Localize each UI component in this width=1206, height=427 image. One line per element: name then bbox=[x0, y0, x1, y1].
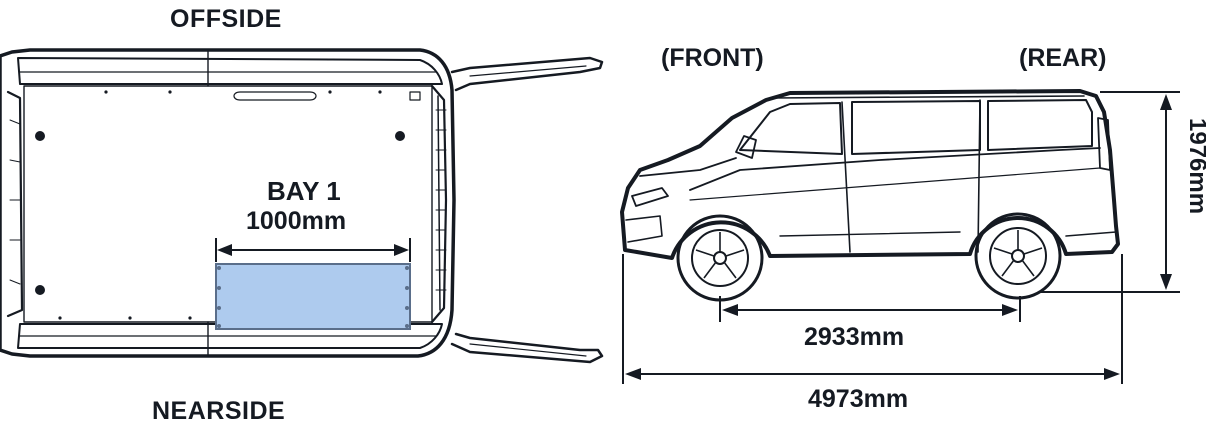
bay-name-label: BAY 1 bbox=[267, 176, 341, 206]
rear-label: (REAR) bbox=[1019, 44, 1107, 72]
front-label: (FRONT) bbox=[661, 44, 764, 72]
rear-door-frame bbox=[6, 90, 24, 318]
front-wheel bbox=[676, 214, 764, 302]
rear-light bbox=[1097, 117, 1111, 171]
offside-mirror bbox=[450, 56, 604, 92]
bay-width-dimension-arrow bbox=[215, 238, 411, 262]
front-bulkhead bbox=[430, 84, 448, 324]
height-dimension-arrow bbox=[1040, 91, 1180, 293]
wheelbase-dimension-label: 2933mm bbox=[804, 323, 905, 351]
side-mirror bbox=[735, 135, 757, 159]
front-door-window bbox=[739, 102, 843, 155]
nearside-label: NEARSIDE bbox=[152, 397, 286, 425]
bay-1-area bbox=[215, 263, 411, 330]
height-dimension-label: 1976mm bbox=[1184, 118, 1206, 215]
offside-label: OFFSIDE bbox=[170, 5, 282, 33]
top-view-body-outline bbox=[0, 48, 456, 358]
length-dimension-arrow bbox=[622, 254, 1123, 384]
side-window bbox=[851, 100, 981, 155]
bay-width-label: 1000mm bbox=[246, 207, 347, 235]
rear-wheel bbox=[974, 212, 1062, 300]
nearside-side-rail bbox=[17, 323, 443, 349]
headlight bbox=[631, 187, 669, 207]
side-view-body-outline bbox=[620, 89, 1120, 260]
front-grille bbox=[625, 215, 663, 243]
nearside-mirror bbox=[450, 332, 604, 364]
length-dimension-label: 4973mm bbox=[808, 385, 909, 413]
wheelbase-dimension-arrow bbox=[719, 296, 1021, 322]
rear-quarter-window bbox=[987, 99, 1093, 151]
